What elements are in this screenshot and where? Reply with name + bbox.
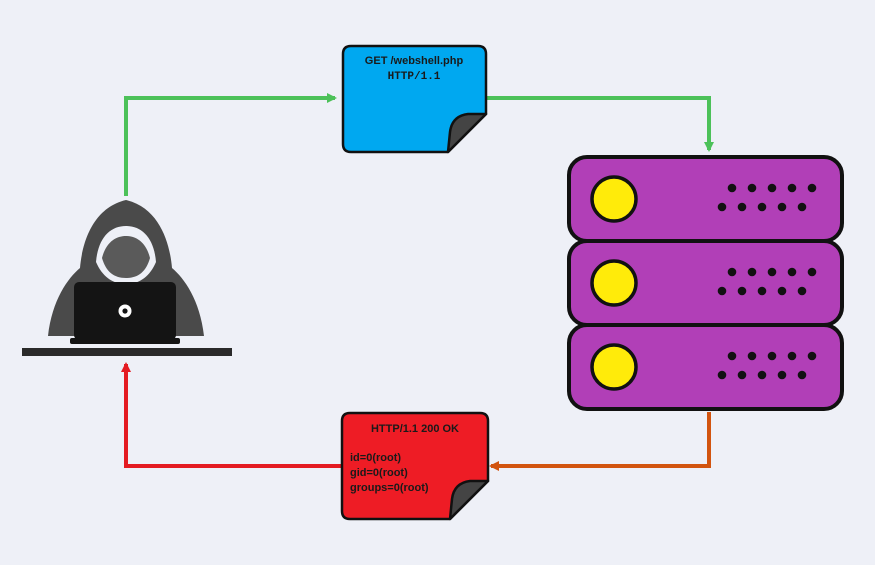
server-rack-icon [567, 155, 844, 411]
server-vent-dot [767, 267, 777, 277]
server-vent-dots [717, 183, 817, 380]
server-light-icon [590, 175, 638, 223]
server-vent-dot [737, 370, 747, 380]
server-vent-dot [767, 351, 777, 361]
server-vent-dot [717, 286, 727, 296]
server-vent-dot [737, 202, 747, 212]
server-vent-dot [727, 267, 737, 277]
server-vent-dot [767, 183, 777, 193]
response-body-line-1: id=0(root) [350, 452, 401, 464]
request-note-document-icon [341, 44, 488, 154]
server-vent-dot [717, 370, 727, 380]
server-vent-dot [747, 183, 757, 193]
request-arrow-attacker-to-note [124, 93, 337, 196]
request-method-line: GET /webshell.php [365, 55, 464, 67]
server-light-icon [590, 343, 638, 391]
request-note: GET /webshell.php HTTP/1.1 [341, 44, 488, 154]
response-arrow-note-to-attacker [121, 362, 343, 468]
response-arrow-server-to-note [489, 412, 711, 471]
response-note: HTTP/1.1 200 OK id=0(root) gid=0(root) g… [340, 411, 490, 521]
server-vent-dot [787, 267, 797, 277]
desk [22, 348, 232, 356]
server-vent-dot [757, 370, 767, 380]
server-light-icon [590, 259, 638, 307]
server-vent-dot [807, 183, 817, 193]
request-note-fold [446, 112, 488, 154]
server-vent-dot [777, 286, 787, 296]
server-unit-1 [567, 155, 844, 243]
server-unit-2 [567, 239, 844, 327]
server-vent-dot [777, 202, 787, 212]
server-vent-dot [807, 267, 817, 277]
server-vent-dot [727, 351, 737, 361]
server-vent-dot [777, 370, 787, 380]
response-body-line-2: gid=0(root) [350, 467, 408, 479]
server-vent-dot [727, 183, 737, 193]
request-protocol-line: HTTP/1.1 [388, 71, 441, 83]
server-unit-3 [567, 323, 844, 411]
server-vent-dot [797, 370, 807, 380]
server-vent-dot [757, 202, 767, 212]
response-body-line-3: groups=0(root) [350, 482, 429, 494]
server-vent-dot [747, 351, 757, 361]
request-arrow-note-to-server [486, 96, 714, 152]
response-status-line: HTTP/1.1 200 OK [371, 423, 459, 435]
server-vent-dot [807, 351, 817, 361]
server-vent-dot [787, 183, 797, 193]
server-vent-dot [797, 202, 807, 212]
hooded-hacker-icon [22, 200, 232, 356]
server-vent-dot [797, 286, 807, 296]
server-vent-dot [717, 202, 727, 212]
response-note-document-icon [340, 411, 490, 521]
server-vent-dot [787, 351, 797, 361]
response-note-fold [448, 479, 490, 521]
server-vent-dot [747, 267, 757, 277]
server-vent-dot [757, 286, 767, 296]
server-vent-dot [737, 286, 747, 296]
